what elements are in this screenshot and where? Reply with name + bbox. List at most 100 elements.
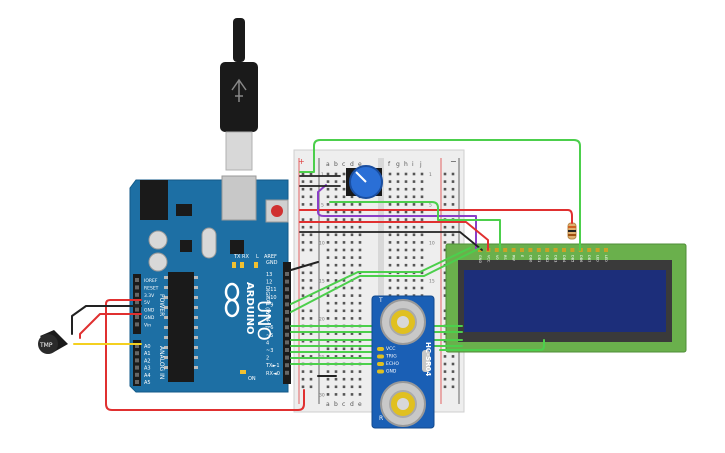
rail-hole[interactable] [451,195,455,199]
rail-hole[interactable] [443,187,447,191]
breadboard-hole[interactable] [396,218,400,221]
rail-hole[interactable] [301,370,305,373]
breadboard-hole[interactable] [326,301,330,305]
rail-hole[interactable] [301,317,305,320]
lcd-pin[interactable] [553,248,558,252]
breadboard-hole[interactable] [396,248,400,252]
breadboard-hole[interactable] [350,347,354,351]
breadboard-hole[interactable] [326,377,330,381]
breadboard-hole[interactable] [342,263,346,267]
rail-hole[interactable] [301,218,305,221]
breadboard-hole[interactable] [388,180,392,183]
rail-hole[interactable] [309,225,313,229]
breadboard-hole[interactable] [326,332,330,335]
breadboard-hole[interactable] [350,286,354,290]
rail-hole[interactable] [309,180,313,183]
breadboard-hole[interactable] [358,286,362,290]
rail-hole[interactable] [301,332,305,335]
breadboard-hole[interactable] [342,225,346,229]
breadboard-hole[interactable] [396,233,400,237]
rail-hole[interactable] [309,172,313,176]
breadboard-hole[interactable] [350,332,354,335]
breadboard-hole[interactable] [334,195,338,199]
rail-hole[interactable] [309,355,313,358]
breadboard-hole[interactable] [420,279,424,282]
rail-hole[interactable] [443,225,447,229]
breadboard-hole[interactable] [342,218,346,221]
breadboard-hole[interactable] [358,385,362,389]
rail-hole[interactable] [301,233,305,237]
breadboard-hole[interactable] [350,294,354,297]
breadboard-hole[interactable] [342,187,346,191]
rail-hole[interactable] [451,370,455,373]
breadboard-hole[interactable] [420,172,424,176]
lcd-pin[interactable] [562,248,566,252]
breadboard-hole[interactable] [358,225,362,229]
breadboard-hole[interactable] [358,233,362,237]
breadboard-hole[interactable] [396,195,400,199]
breadboard-hole[interactable] [326,172,330,176]
breadboard-hole[interactable] [334,385,338,389]
breadboard-hole[interactable] [342,339,346,343]
breadboard-hole[interactable] [358,355,362,358]
analog-pin[interactable] [135,365,139,370]
breadboard-hole[interactable] [358,332,362,335]
breadboard-hole[interactable] [420,256,424,259]
power-pin[interactable] [135,278,139,282]
breadboard-hole[interactable] [358,294,362,297]
digital-pin[interactable] [285,332,289,337]
breadboard-hole[interactable] [420,203,424,206]
lcd-pin[interactable] [595,248,600,252]
wire-green[interactable] [313,139,581,251]
wire-purple[interactable] [317,184,477,251]
rail-hole[interactable] [301,286,305,290]
breadboard-hole[interactable] [334,187,338,191]
breadboard-hole[interactable] [342,203,346,206]
breadboard-hole[interactable] [388,256,392,259]
breadboard-hole[interactable] [388,225,392,229]
rail-hole[interactable] [309,271,313,275]
rail-hole[interactable] [309,317,313,320]
breadboard-hole[interactable] [342,309,346,313]
breadboard-hole[interactable] [396,172,400,176]
breadboard-hole[interactable] [326,309,330,313]
breadboard-hole[interactable] [326,218,330,221]
breadboard-hole[interactable] [334,263,338,267]
breadboard-hole[interactable] [342,286,346,290]
breadboard-hole[interactable] [350,241,354,244]
digital-pin[interactable] [285,370,289,375]
breadboard-hole[interactable] [396,256,400,259]
breadboard-hole[interactable] [350,377,354,381]
rail-hole[interactable] [301,180,305,183]
breadboard-hole[interactable] [334,317,338,320]
breadboard-hole[interactable] [350,393,354,396]
breadboard-hole[interactable] [420,248,424,252]
rail-hole[interactable] [301,241,305,244]
rail-hole[interactable] [443,286,447,290]
breadboard-hole[interactable] [388,218,392,221]
rail-hole[interactable] [309,294,313,297]
breadboard-hole[interactable] [420,195,424,199]
rail-hole[interactable] [309,339,313,343]
power-pin[interactable] [135,300,139,305]
rail-hole[interactable] [301,248,305,252]
rail-hole[interactable] [309,286,313,290]
breadboard-hole[interactable] [396,225,400,229]
breadboard-hole[interactable] [326,271,330,275]
digital-pin[interactable] [285,310,289,314]
breadboard-hole[interactable] [404,279,408,282]
breadboard-hole[interactable] [388,233,392,237]
breadboard-hole[interactable] [350,317,354,320]
breadboard-hole[interactable] [396,187,400,191]
breadboard-hole[interactable] [350,370,354,373]
breadboard-hole[interactable] [358,218,362,221]
power-pin[interactable] [135,315,139,319]
rail-hole[interactable] [309,248,313,252]
breadboard-hole[interactable] [396,241,400,244]
breadboard-hole[interactable] [326,203,330,206]
breadboard-hole[interactable] [420,286,424,290]
rail-hole[interactable] [309,203,313,206]
rail-hole[interactable] [443,355,447,358]
rail-hole[interactable] [301,187,305,191]
